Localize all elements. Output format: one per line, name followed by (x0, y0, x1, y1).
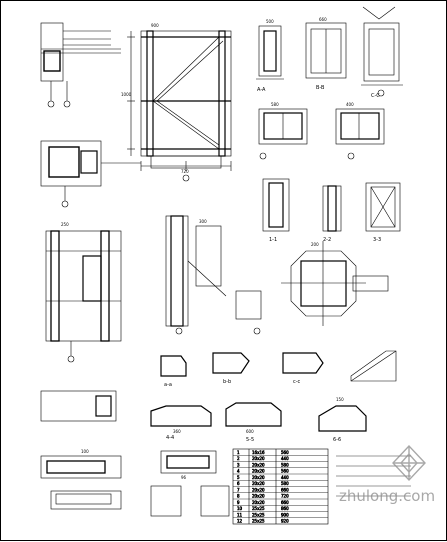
table-cell: 12 (237, 519, 243, 524)
section-label: 2-2 (323, 237, 331, 243)
table-cell: 440 (281, 456, 289, 461)
corner-joint-detail (40, 22, 121, 108)
dim-label: 1000 (121, 92, 132, 97)
section-views-right (258, 108, 385, 160)
dim-label: 96 (181, 475, 187, 480)
box-sections-row (160, 350, 397, 382)
table-cell: 25x25 (252, 512, 265, 517)
section-label: 4-4 (166, 435, 174, 441)
table-cell: 860 (281, 506, 289, 511)
table-cell: 20x20 (252, 456, 265, 461)
table-cell: 720 (281, 494, 289, 499)
table-cell: 560 (281, 469, 289, 474)
table-cell: 560 (281, 450, 289, 455)
table-cell: 6 (237, 481, 240, 486)
section-label: 6-6 (333, 437, 341, 443)
dim-label: 500 (266, 19, 274, 24)
watermark-logo (392, 444, 426, 482)
dim-label: 720 (181, 169, 189, 174)
notes-lines (336, 455, 411, 497)
truss-elevation (127, 30, 232, 182)
table-cell: 660 (281, 500, 289, 505)
dim-label: 300 (199, 219, 207, 224)
schedule-table-rows: 1 16x16 560 2 20x20 440 3 20x20 580 4 20x20 560 5 20x… (233, 450, 328, 524)
watermark-text: zhulong.com (339, 487, 435, 505)
table-cell: 9 (237, 500, 240, 505)
table-cell: 11 (237, 512, 243, 517)
table-cell: 440 (281, 475, 289, 480)
table-cell: 20x20 (252, 475, 265, 480)
beam-sections-bottom (150, 402, 367, 517)
dim-label: 400 (346, 102, 354, 107)
dim-label: 150 (336, 397, 344, 402)
table-cell: 20x20 (252, 487, 265, 492)
column-bracket-center (165, 215, 262, 335)
section-label: c-c (293, 379, 301, 385)
dim-label: 360 (173, 429, 181, 434)
table-cell: 20x20 (252, 481, 265, 486)
section-label: B-B (316, 85, 325, 91)
dim-label: 200 (311, 242, 319, 247)
octagon-node-detail (281, 241, 389, 326)
table-cell: 20x20 (252, 500, 265, 505)
table-cell: 7 (237, 487, 240, 492)
table-cell: 20x20 (252, 462, 265, 467)
table-cell: 25x25 (252, 506, 265, 511)
dim-label: 900 (151, 23, 159, 28)
plate-details-top-right (256, 6, 403, 97)
beam-boxes-lower-left (40, 390, 122, 510)
table-cell: 8 (237, 494, 240, 499)
section-label: a-a (164, 382, 172, 388)
dim-label: 660 (319, 17, 327, 22)
column-sections-middle (262, 178, 401, 232)
dim-label: 250 (61, 222, 69, 227)
column-base-detail (40, 140, 141, 208)
section-label: 5-5 (246, 437, 254, 443)
dim-label: 580 (271, 102, 279, 107)
section-label: b-b (223, 379, 231, 385)
table-cell: 5 (237, 475, 240, 480)
table-cell: 1 (237, 450, 240, 455)
table-cell: 3 (237, 462, 240, 467)
dim-label: 600 (246, 429, 254, 434)
table-cell: 4 (237, 469, 240, 474)
table-cell: 16x16 (252, 450, 265, 455)
table-cell: 25x25 (252, 519, 265, 524)
section-labels: A-A B-B C-C 1-1 2-2 3-3 a-a b-b c-c 4-4 … (164, 85, 381, 443)
dimension-labels: 900 1000 720 500 660 580 400 250 300 200… (61, 17, 354, 480)
table-cell: 10 (237, 506, 243, 511)
section-label: A-A (257, 87, 266, 93)
table-cell: 20x20 (252, 494, 265, 499)
table-cell: 20x20 (252, 469, 265, 474)
column-elevation-left (45, 230, 122, 363)
dim-label: 100 (81, 449, 89, 454)
table-cell: 2 (237, 456, 240, 461)
section-label: 3-3 (373, 237, 381, 243)
table-cell: 920 (281, 519, 289, 524)
section-label: 1-1 (269, 237, 277, 243)
table-cell: 580 (281, 481, 289, 486)
table-cell: 900 (281, 512, 289, 517)
section-label: C-C (371, 93, 380, 99)
watermark: zhulong.com (339, 444, 435, 505)
table-cell: 660 (281, 487, 289, 492)
table-cell: 580 (281, 462, 289, 467)
